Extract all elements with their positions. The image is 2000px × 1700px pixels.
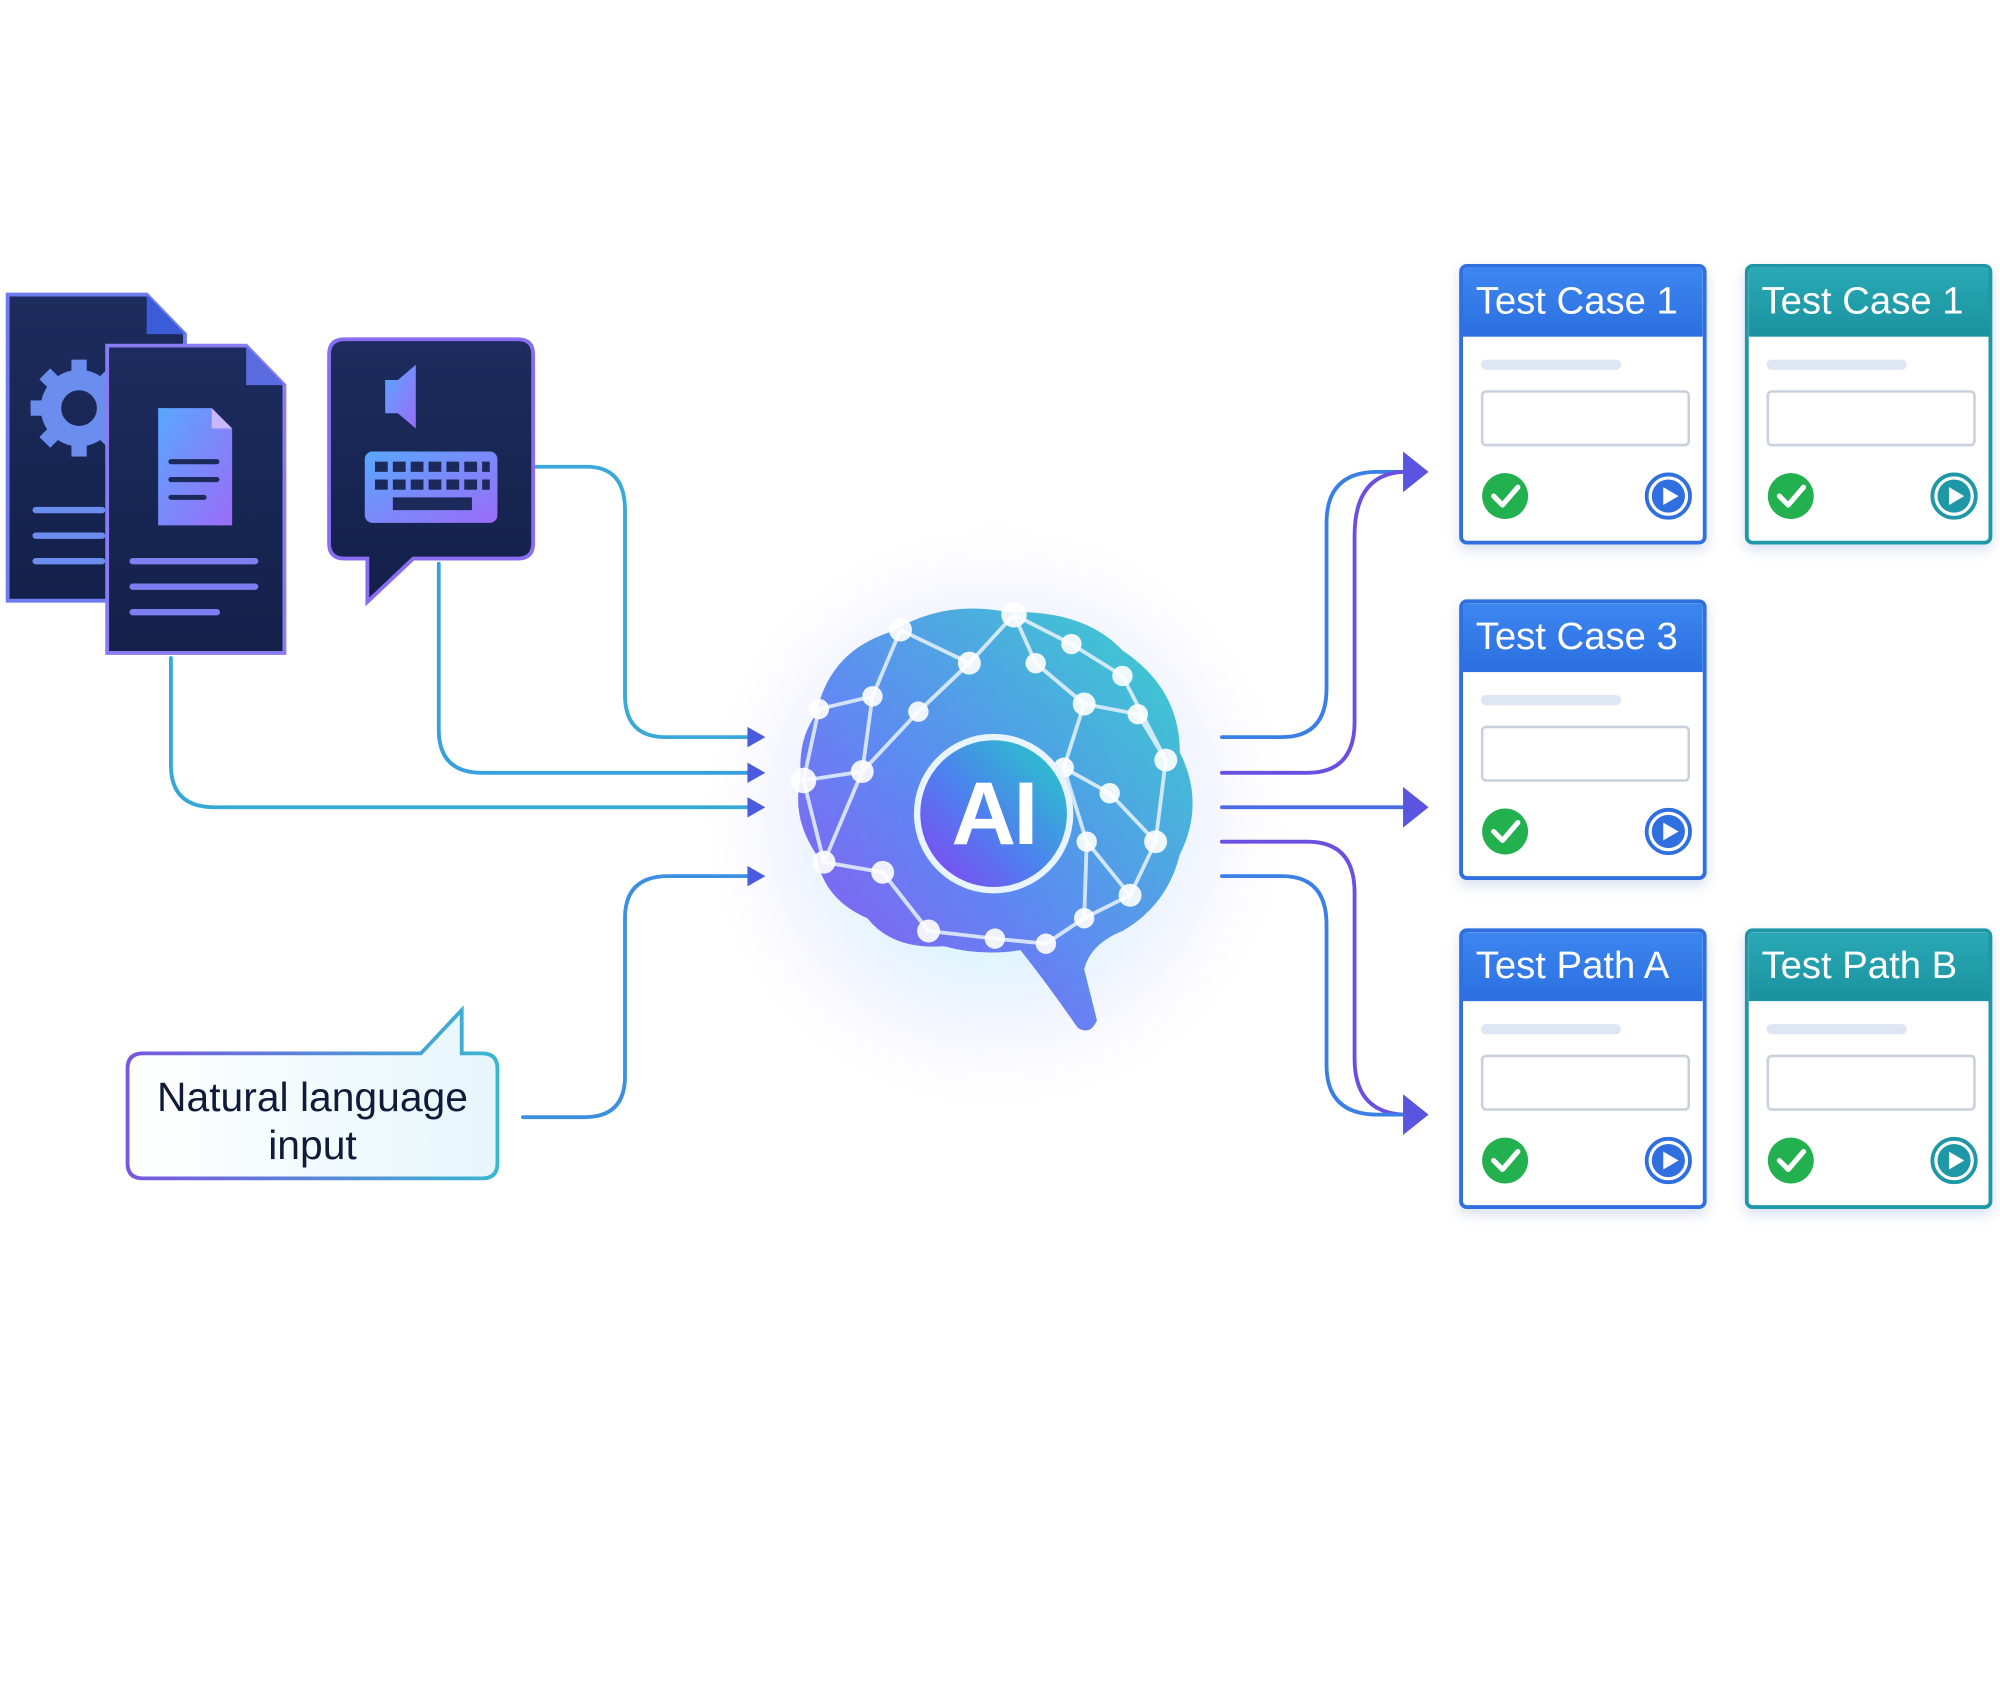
card-placeholder-line [1480, 695, 1622, 706]
input-connectors [169, 464, 752, 1120]
test-card-3[interactable]: Test Case 3 [1459, 599, 1707, 880]
play-icon[interactable] [1930, 472, 1978, 520]
ai-core-circle [913, 733, 1074, 894]
connector-out-path-a [1220, 839, 1405, 1117]
test-card-title: Test Case 3 [1462, 603, 1703, 673]
text-document-icon [105, 343, 287, 655]
check-icon [1482, 808, 1529, 855]
output-arrowheads [1403, 451, 1429, 1136]
test-card-2[interactable]: Test Case 1 [1744, 263, 1993, 545]
card-field [1766, 390, 1976, 447]
connector-voice-upper [533, 464, 752, 740]
check-icon [1482, 473, 1529, 520]
play-icon[interactable] [1644, 472, 1692, 520]
output-connectors [1220, 469, 1413, 1117]
card-field [1480, 1054, 1691, 1111]
connector-natural-language [521, 874, 752, 1120]
card-placeholder-line [1766, 1024, 1907, 1035]
connector-out-path-b [1220, 874, 1413, 1117]
card-placeholder-line [1480, 359, 1622, 370]
speaker-icon [385, 364, 416, 429]
input-arrowheads [747, 726, 766, 887]
check-icon [1767, 473, 1814, 520]
card-placeholder-line [1766, 359, 1907, 370]
connector-out-1b [1220, 469, 1405, 775]
test-card-title: Test Case 1 [1748, 267, 1989, 337]
ai-label: AI [951, 763, 1039, 864]
test-card-title: Test Path A [1462, 932, 1703, 1002]
ai-brain-icon [790, 601, 1193, 1031]
card-field [1480, 390, 1691, 447]
test-path-a-card[interactable]: Test Path A [1459, 928, 1707, 1209]
file-icon [158, 408, 233, 526]
check-icon [1767, 1137, 1814, 1184]
test-card-title: Test Path B [1748, 932, 1989, 1002]
connector-voice-lower [436, 561, 752, 775]
diagram-canvas [5, 292, 1429, 1181]
voice-keyboard-input-icon [327, 337, 536, 607]
natural-language-line-2: input [268, 1122, 357, 1169]
soundwave-icon [428, 362, 480, 432]
test-path-b-card[interactable]: Test Path B [1744, 928, 1993, 1209]
card-field [1766, 1054, 1976, 1111]
check-icon [1482, 1137, 1529, 1184]
test-card-title: Test Case 1 [1462, 267, 1703, 337]
keyboard-icon [364, 451, 498, 523]
natural-language-line-1: Natural language [157, 1073, 468, 1120]
natural-language-bubble [125, 1005, 500, 1181]
connector-out-1a [1220, 469, 1413, 740]
connector-documents [169, 656, 752, 810]
neural-nodes [790, 601, 1178, 954]
play-icon[interactable] [1930, 1136, 1978, 1185]
natural-language-input-text: Natural language input [128, 1069, 498, 1174]
play-icon[interactable] [1644, 807, 1692, 856]
test-card-1[interactable]: Test Case 1 [1459, 263, 1707, 545]
card-placeholder-line [1480, 1024, 1622, 1035]
card-field [1480, 725, 1691, 782]
play-icon[interactable] [1644, 1136, 1692, 1185]
